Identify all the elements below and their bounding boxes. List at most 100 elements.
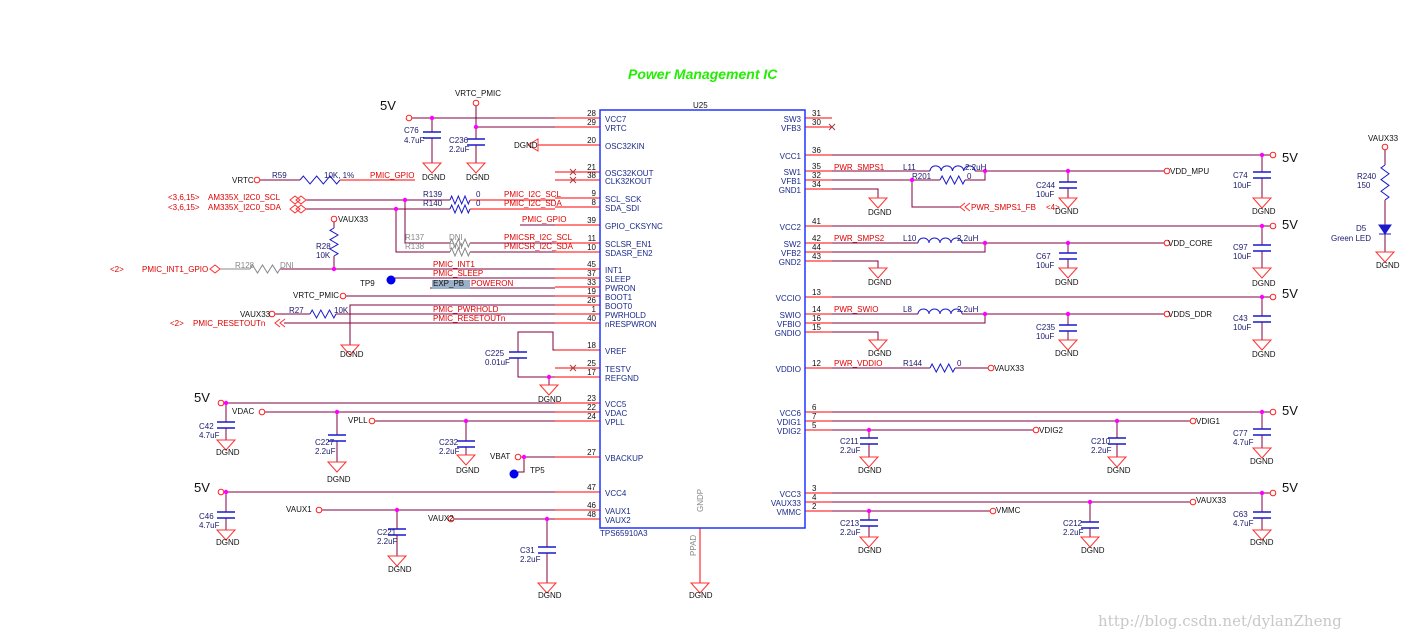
ic-gndp-label: GNDP [696,489,705,512]
pin-number: 16 [812,314,821,323]
capacitor [457,440,475,448]
ground-icon [538,384,560,396]
component-value: 0 [957,359,962,368]
net-port-circle [1269,408,1277,416]
net-label: PMIC_GPIO [370,171,414,180]
pin-number: 41 [812,217,821,226]
pin-name: VCC4 [605,489,627,498]
component-ref: C244 [1036,181,1056,190]
power-symbol-label: 5V [194,390,210,405]
pin-number: 27 [587,448,596,457]
net-port-circle [1269,222,1277,230]
ground-icon [455,454,477,466]
component-ref: C77 [1233,429,1248,438]
component-ref: C63 [1233,510,1248,519]
pin-name: VAUX2 [605,516,631,525]
pin-number: 19 [587,287,596,296]
pin-name: VDIG2 [777,427,802,436]
junction-dot [544,516,550,522]
capacitor [1253,511,1271,519]
junction-dot [1114,418,1120,424]
capacitor [1108,437,1126,445]
net-port-circle [1269,489,1277,497]
component-value: 10uF [1233,252,1251,261]
net-label: VBAT [490,452,510,461]
pin-number: 17 [587,368,596,377]
bidirectional-port-icon [209,264,221,274]
pin-number: 31 [812,109,821,118]
component-value: 0 [967,172,972,181]
net-label: VRTC [232,176,254,185]
wire [349,304,555,345]
component-ref: R140 [423,199,443,208]
net-label: VDIG2 [1039,426,1064,435]
pin-number: 48 [587,510,596,519]
junction-dot [1065,311,1071,317]
junction-dot [223,489,229,495]
pin-name: SCLSR_EN1 [605,240,652,249]
junction-dot [1065,240,1071,246]
test-point-icon [509,469,519,479]
junction-dot [866,508,872,514]
pin-number: 5 [812,421,817,430]
junction-dot [982,311,988,317]
pin-number: 24 [587,412,596,421]
pin-number: 13 [812,288,821,297]
capacitor [388,528,406,536]
labels: U25TPS65910A3GNDPPPAD28VCC729VRTC20OSC32… [110,89,1400,600]
pin-name: REFGND [605,374,639,383]
component-ref: R27 [289,306,304,315]
component-ref: R137 [405,233,425,242]
ground-icon [421,162,443,174]
component-ref: C213 [840,519,860,528]
pin-name: SWIO [780,311,801,320]
component-value: 0.01uF [485,358,510,367]
net-label: PMICSR_I2C_SCL [504,233,573,242]
bidirectional-port-icon [289,195,307,214]
net-label: VDD_MPU [1170,167,1209,176]
output-port-icon [959,202,971,212]
power-symbol-label: DGND [538,395,562,404]
net-label: PWR_SMPS2 [834,234,885,243]
led-diode-icon [1378,224,1392,235]
junction-dot [1259,152,1265,158]
power-symbol-label: DGND [340,350,364,359]
pin-name: GPIO_CKSYNC [605,222,663,231]
power-symbol-label: DGND [514,141,538,150]
capacitor [860,519,878,527]
junction-dot [1065,168,1071,174]
net-port-circle [253,176,261,184]
junction-dot [1259,490,1265,496]
wire [832,314,986,324]
component-ref: C227 [315,438,335,447]
net-port-circle [1163,167,1171,175]
pin-number: 46 [587,501,596,510]
pin-name: VFB2 [781,249,802,258]
ground-icon [1251,197,1273,209]
pin-number: 47 [587,483,596,492]
pin-number: 6 [812,403,817,412]
component-value: 2.2uF [439,447,460,456]
net-port-circle [987,364,995,372]
pin-number: 38 [587,171,596,180]
net-label: VAUX1 [286,505,312,514]
net-label: PMIC_I2C_SCL [504,190,561,199]
pin-number: 21 [587,163,596,172]
pin-number: 22 [587,403,596,412]
net-port-circle [405,114,413,122]
resistor [939,174,966,186]
junction-dot [866,427,872,433]
net-port-circle [1269,293,1277,301]
component-value: 2.2uF [1091,446,1112,455]
net-label: PWR_VDDIO [834,359,882,368]
power-symbol-label: DGND [1250,457,1274,466]
pin-number: 23 [587,394,596,403]
component-value: 10K, 1% [324,171,354,180]
power-symbol-label: DGND [1252,207,1276,216]
component-ref: C232 [439,438,459,447]
pin-number: 15 [812,323,821,332]
ground-icon [1106,456,1128,468]
pin-name: CLK32KOUT [605,177,652,186]
component-value: 4.7uF [404,136,425,145]
